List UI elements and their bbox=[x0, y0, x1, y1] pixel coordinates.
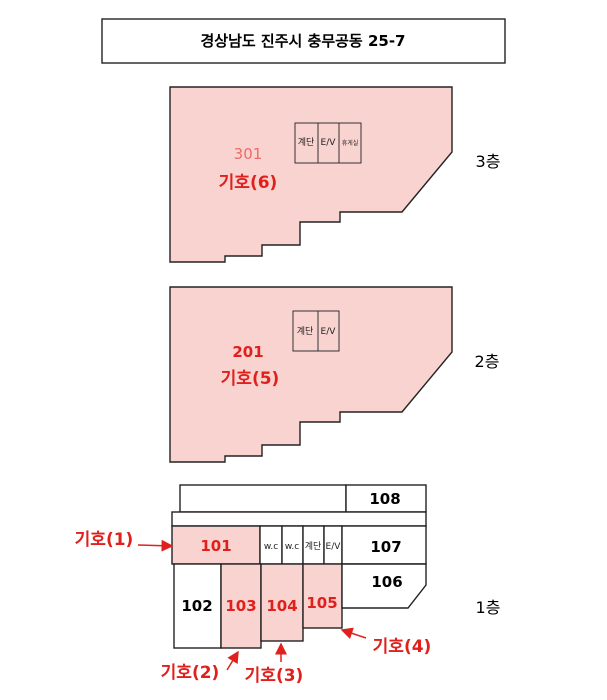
unit-101-room bbox=[171, 525, 261, 565]
address-text: 경상남도 진주시 충무공동 25-7 bbox=[200, 32, 405, 50]
code-1-arrow bbox=[137, 539, 174, 552]
code-6-label: 기호(6) bbox=[219, 173, 278, 193]
second-floor-outline bbox=[169, 286, 453, 463]
unit-105-number: 105 bbox=[306, 594, 337, 612]
first-floor-stairs-label: 계단 bbox=[305, 540, 322, 552]
first-floor-corridor bbox=[171, 511, 427, 527]
wc-1-label: w.c bbox=[264, 542, 278, 552]
code-2-label: 기호(2) bbox=[161, 663, 220, 683]
code-2-arrow bbox=[226, 650, 239, 671]
address-box bbox=[101, 18, 506, 64]
third-floor-elevator-label: E/V bbox=[321, 138, 337, 148]
second-floor-elevator-label: E/V bbox=[321, 327, 337, 337]
unit-107-room bbox=[341, 525, 427, 565]
third-floor-small-room-label: 휴게실 bbox=[342, 139, 359, 147]
unit-108-room bbox=[345, 484, 427, 513]
unit-103-room bbox=[220, 563, 262, 649]
code-4-label: 기호(4) bbox=[373, 637, 432, 657]
first-floor-top-strip bbox=[179, 484, 347, 513]
unit-104-number: 104 bbox=[266, 597, 297, 615]
code-4-arrow bbox=[340, 627, 367, 640]
unit-103-number: 103 bbox=[225, 597, 256, 615]
unit-102-room bbox=[173, 563, 222, 649]
floor-3-label: 3층 bbox=[476, 152, 501, 171]
first-floor-elevator-label: E/V bbox=[326, 542, 342, 552]
unit-106-room bbox=[341, 563, 427, 609]
unit-107-number: 107 bbox=[370, 538, 401, 556]
unit-108-number: 108 bbox=[369, 490, 400, 508]
unit-104-room bbox=[260, 563, 304, 642]
code-3-label: 기호(3) bbox=[245, 666, 304, 686]
code-1-label: 기호(1) bbox=[75, 530, 134, 550]
third-floor-stairs-label: 계단 bbox=[298, 136, 315, 148]
third-floor-outline bbox=[169, 86, 453, 263]
unit-106-number: 106 bbox=[371, 573, 402, 591]
unit-201-number: 201 bbox=[232, 343, 263, 361]
second-floor-stairs-label: 계단 bbox=[297, 325, 314, 337]
second-floor-elevator-room bbox=[317, 310, 340, 352]
unit-301-number: 301 bbox=[234, 145, 263, 163]
code-5-label: 기호(5) bbox=[221, 369, 280, 389]
floor-2-label: 2층 bbox=[475, 352, 500, 371]
unit-105-room bbox=[302, 563, 343, 629]
wc-2-label: w.c bbox=[285, 542, 299, 552]
unit-101-number: 101 bbox=[200, 537, 231, 555]
floor-1-label: 1층 bbox=[476, 598, 501, 617]
unit-102-number: 102 bbox=[181, 597, 212, 615]
third-floor-small-room bbox=[338, 122, 362, 164]
